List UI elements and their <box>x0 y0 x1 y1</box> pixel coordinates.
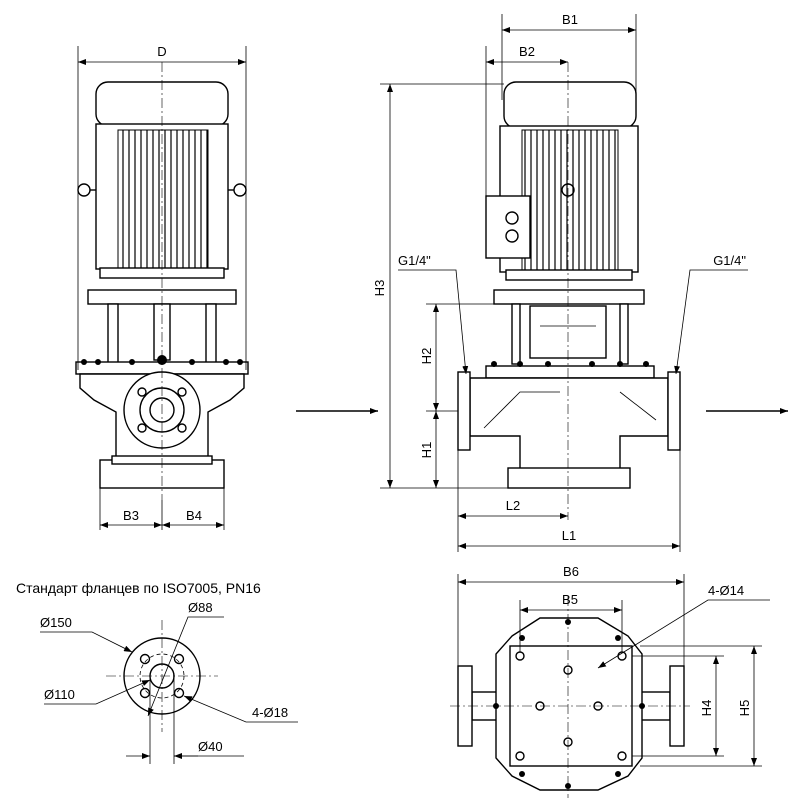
label-dia-40: Ø40 <box>198 739 223 754</box>
label-dia-110: Ø110 <box>44 687 75 702</box>
label-bolts-flange: 4-Ø18 <box>252 705 288 720</box>
dim-label-b5: B5 <box>562 592 578 607</box>
label-g-left: G1/4" <box>398 253 431 268</box>
dim-label-b1: B1 <box>562 12 578 27</box>
dim-label-l2: L2 <box>506 498 520 513</box>
dim-label-l1: L1 <box>562 528 576 543</box>
label-bolts-base: 4-Ø14 <box>708 583 744 598</box>
label-g-right: G1/4" <box>713 253 746 268</box>
label-dia-150: Ø150 <box>40 615 72 630</box>
top-view: B6 B5 4-Ø14 H4 H5 <box>450 564 770 798</box>
flange-detail: Стандарт фланцев по ISO7005, PN16 Ø150 Ø… <box>16 580 298 764</box>
dim-label-b3: B3 <box>123 508 139 523</box>
dim-label-h3: H3 <box>372 280 387 297</box>
side-view: B1 B2 H3 H2 H1 L2 L1 G1/4" G1/4" <box>296 12 788 552</box>
dim-label-h1: H1 <box>419 442 434 459</box>
dim-label-d: D <box>157 44 166 59</box>
dim-label-b6: B6 <box>563 564 579 579</box>
dim-label-h5: H5 <box>737 700 752 717</box>
dim-label-h2: H2 <box>419 348 434 365</box>
flange-standard-caption: Стандарт фланцев по ISO7005, PN16 <box>16 580 261 596</box>
label-dia-88: Ø88 <box>188 600 213 615</box>
dim-label-h4: H4 <box>699 700 714 717</box>
dim-label-b4: B4 <box>186 508 202 523</box>
dim-label-b2: B2 <box>519 44 535 59</box>
front-view: D B3 B4 <box>75 44 249 530</box>
